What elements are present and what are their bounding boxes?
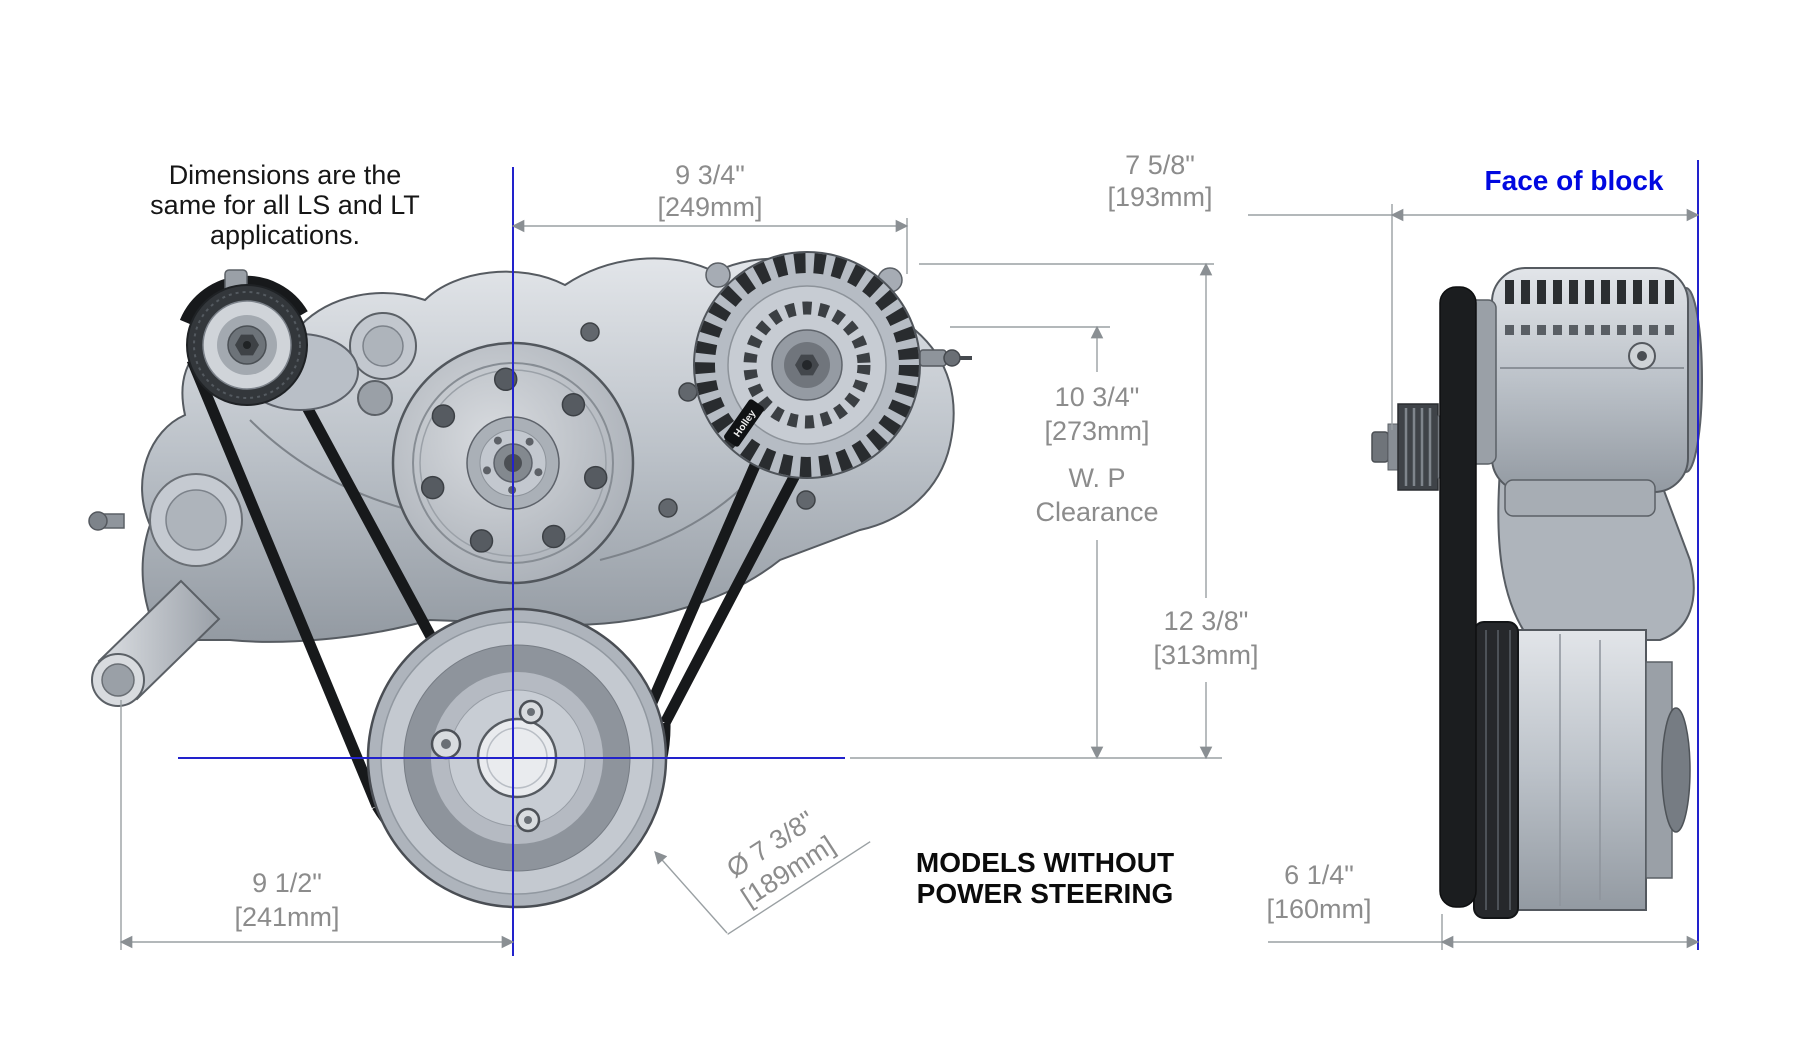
side-view (1371, 267, 1703, 919)
alternator-front: Holley (693, 251, 972, 479)
terminal-nut (943, 349, 961, 367)
pulley-nut (1371, 431, 1389, 463)
belt-tensioner (186, 269, 359, 411)
alternator-terminal (919, 349, 947, 367)
dim-bottom-width-in: 9 1/2" (252, 868, 322, 898)
alternator-bolt-center (1637, 351, 1647, 361)
casting-contour-line (599, 479, 751, 561)
tensioner-center (243, 341, 251, 349)
alternator-lower-lug (1504, 479, 1656, 517)
note-block: Dimensions are the same for all LS and L… (150, 160, 420, 250)
dim-top-width: 9 3/4" [249mm] (511, 160, 909, 274)
pulley-washer (1387, 423, 1399, 471)
dim-bottom-width-mm: [241mm] (234, 902, 339, 932)
dimensions: 9 3/4" [249mm] 7 5/8" [193mm] 10 3/4" [2… (119, 150, 1700, 950)
note-line2: same for all LS and LT (150, 190, 420, 220)
note-line3: applications. (210, 220, 360, 250)
face-of-block-label: Face of block (1485, 165, 1664, 196)
pulley-ribs (1397, 403, 1439, 491)
alternator-mount-lug (705, 262, 731, 288)
dim-block-offset-mm: [193mm] (1107, 182, 1212, 212)
dim-block-offset: 7 5/8" [193mm] (1107, 150, 1700, 430)
dim-depth-in: 6 1/4" (1284, 860, 1354, 890)
alternator-side (1467, 267, 1703, 517)
leader-line (654, 851, 728, 934)
dim-wp-in: 10 3/4" (1055, 382, 1140, 412)
note-line1: Dimensions are the (169, 160, 402, 190)
dim-depth-mm: [160mm] (1266, 894, 1371, 924)
models-label-block: MODELS WITHOUT POWER STEERING (916, 847, 1174, 909)
boss-inner (362, 325, 404, 367)
dim-height-in: 12 3/8" (1164, 606, 1249, 636)
front-view: Holley (88, 251, 972, 909)
boss (357, 380, 393, 416)
crank-bolt-holes (430, 699, 544, 833)
dim-depth: 6 1/4" [160mm] (1266, 860, 1700, 950)
bolt-head (678, 382, 698, 402)
belt-run-inner (296, 393, 442, 651)
annotations: Dimensions are the same for all LS and L… (150, 160, 1664, 909)
dim-top-width-mm: [249mm] (657, 192, 762, 222)
centerlines (178, 160, 1699, 956)
models-label-line2: POWER STEERING (917, 878, 1174, 909)
pulley-bolt-holes (420, 367, 608, 553)
dim-top-width-in: 9 3/4" (675, 160, 745, 190)
bolt-head (796, 490, 816, 510)
damper-front-ring (1473, 621, 1519, 919)
dim-block-offset-in: 7 5/8" (1125, 150, 1195, 180)
tensioner-rib-ring (193, 291, 301, 399)
dim-height-mm: [313mm] (1153, 640, 1258, 670)
neck-stud-head (88, 511, 108, 531)
casting-bosses (349, 312, 816, 518)
alternator-vent-ring (743, 301, 871, 429)
thermostat-boss-inner (165, 489, 227, 551)
dim-bottom-width: 9 1/2" [241mm] (119, 700, 515, 950)
crank-damper-side (1473, 621, 1691, 919)
belt-side-run (1439, 286, 1477, 908)
bolt-head (658, 498, 678, 518)
dim-wp-mm: [273mm] (1044, 416, 1149, 446)
damper-body (1515, 629, 1647, 911)
dim-wp-label2: Clearance (1035, 497, 1158, 527)
dim-wp-clearance: 10 3/4" [273mm] W. P Clearance (950, 325, 1159, 760)
bolt-head (580, 322, 600, 342)
models-label-line1: MODELS WITHOUT (916, 847, 1174, 878)
alternator-shaft-center (802, 360, 812, 370)
dim-height: 12 3/8" [313mm] (850, 262, 1259, 760)
belt-run-left (186, 357, 383, 809)
dim-pulley-dia: Ø 7 3/8" [189mm] (654, 805, 871, 935)
damper-hub (1661, 707, 1691, 833)
water-neck (88, 473, 243, 707)
leader-underline (727, 841, 871, 935)
dim-wp-label1: W. P (1068, 463, 1125, 493)
water-neck-bore (101, 663, 135, 697)
alternator-fin-ring (695, 253, 919, 477)
